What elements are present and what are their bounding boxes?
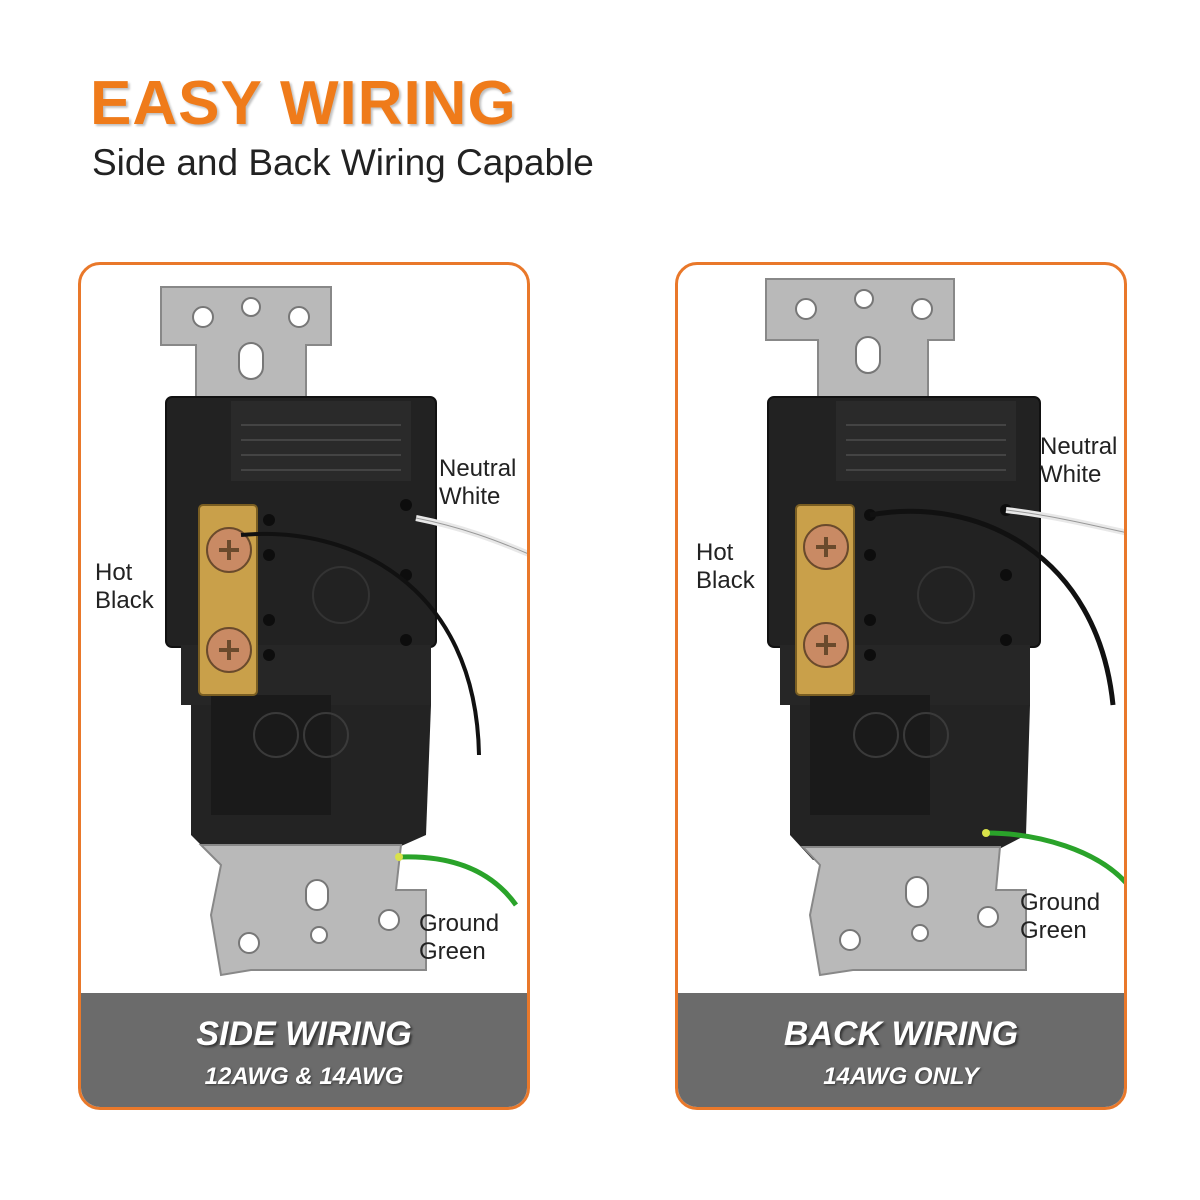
side-wiring-panel: Neutral White Hot Black Ground Green SID… (78, 262, 530, 1110)
ground-label-line-2: Green (419, 938, 486, 965)
ground-label: Ground Green (1020, 889, 1100, 945)
switch-device-illustration (160, 286, 527, 977)
neutral-label-line-2: White (439, 483, 501, 510)
neutral-label-line-1: Neutral (439, 455, 517, 482)
panel-footer: BACK WIRING 14AWG ONLY (678, 993, 1124, 1107)
neutral-label-line-2: White (1040, 461, 1102, 488)
hot-label: Hot Black (95, 559, 154, 615)
back-wiring-panel: Neutral White Hot Black Ground Green BAC… (675, 262, 1127, 1110)
ground-label-line-2: Green (1020, 917, 1087, 944)
headline-title: EASY WIRING (90, 69, 517, 138)
neutral-label: Neutral White (439, 455, 516, 511)
footer-title: BACK WIRING (783, 1015, 1019, 1053)
neutral-label: Neutral White (1040, 433, 1117, 489)
footer-subtitle: 14AWG ONLY (823, 1063, 979, 1090)
hot-label: Hot Black (696, 539, 755, 595)
footer-title: SIDE WIRING (196, 1015, 412, 1053)
hot-label-line-1: Hot (696, 539, 734, 566)
hot-label-line-1: Hot (95, 559, 133, 586)
hot-label-line-2: Black (95, 587, 154, 614)
switch-device-illustration (765, 278, 1124, 977)
ground-label: Ground Green (419, 910, 499, 966)
headline-subtitle: Side and Back Wiring Capable (92, 142, 594, 183)
neutral-label-line-1: Neutral (1040, 433, 1118, 460)
footer-subtitle: 12AWG & 14AWG (204, 1063, 404, 1090)
hot-label-line-2: Black (696, 567, 755, 594)
ground-label-line-1: Ground (419, 910, 500, 937)
ground-label-line-1: Ground (1020, 889, 1101, 916)
panel-footer: SIDE WIRING 12AWG & 14AWG (81, 993, 527, 1107)
